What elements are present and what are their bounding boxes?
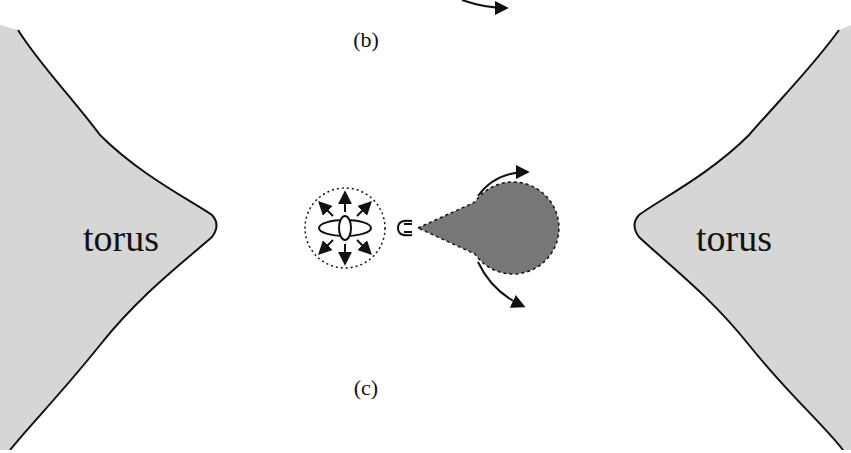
flow-arrow: [478, 262, 523, 306]
flow-arrow: [462, 0, 506, 8]
torus-region: torus: [0, 25, 222, 450]
companion-star: [418, 182, 559, 274]
stream-nozzle: [398, 221, 412, 236]
panel-label: (b): [353, 29, 379, 51]
panel-label: (c): [354, 377, 378, 399]
compact-star: [339, 216, 351, 240]
outflow-arrows: [320, 193, 370, 263]
flow-arrow: [478, 172, 527, 196]
region-label: torus: [696, 219, 772, 257]
region-label: torus: [83, 219, 159, 257]
torus-region: torus: [629, 25, 851, 450]
outflow-region: [305, 188, 385, 268]
